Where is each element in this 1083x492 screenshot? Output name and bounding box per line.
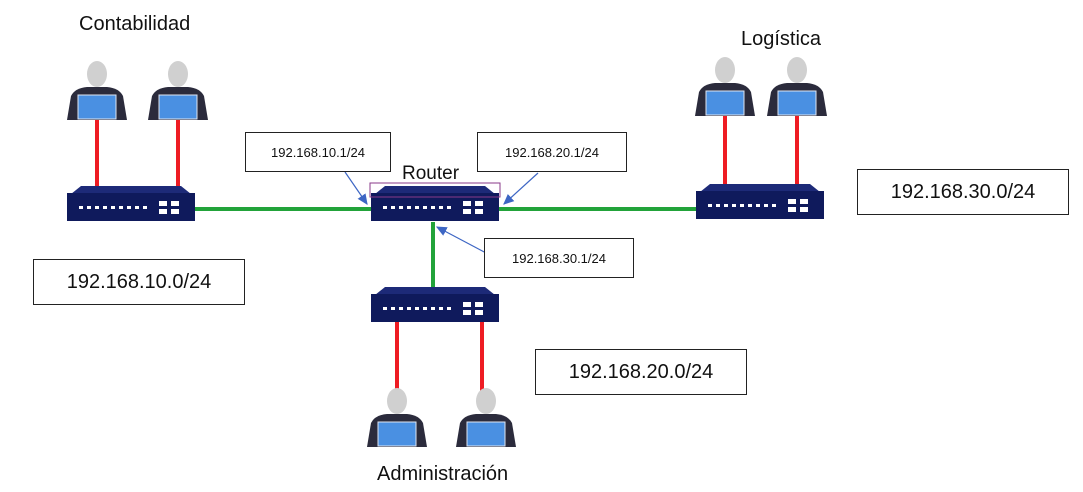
user-workstation-icon <box>694 56 756 117</box>
network-box-20: 192.168.20.0/24 <box>535 349 747 395</box>
interface-arrows <box>344 171 539 255</box>
trunk-links <box>195 207 696 292</box>
ip-box-if-10: 192.168.10.1/24 <box>245 132 391 172</box>
switch-icon-administracion <box>371 287 499 322</box>
arrow-if-10 <box>344 171 368 205</box>
network-box-10: 192.168.10.0/24 <box>33 259 245 305</box>
label-contabilidad: Contabilidad <box>79 13 191 35</box>
arrow-if-20 <box>503 172 539 205</box>
router-label: Router <box>402 163 460 184</box>
label-logistica: Logística <box>741 28 822 50</box>
user-workstation-icon <box>147 60 209 121</box>
user-workstation-icon <box>366 387 428 448</box>
label-administracion: Administración <box>377 463 509 485</box>
router-icon <box>371 186 499 221</box>
network-box-30: 192.168.30.0/24 <box>857 169 1069 215</box>
user-workstation-icon <box>66 60 128 121</box>
ip-box-if-20: 192.168.20.1/24 <box>477 132 627 172</box>
ip-box-if-30: 192.168.30.1/24 <box>484 238 634 278</box>
user-workstation-icon <box>766 56 828 117</box>
switch-icon-contabilidad <box>67 186 195 221</box>
arrow-if-30 <box>435 226 489 255</box>
router-frame <box>369 182 501 198</box>
user-workstation-icon <box>455 387 517 448</box>
pc-links <box>95 116 799 393</box>
switch-icon-logistica <box>696 184 824 219</box>
